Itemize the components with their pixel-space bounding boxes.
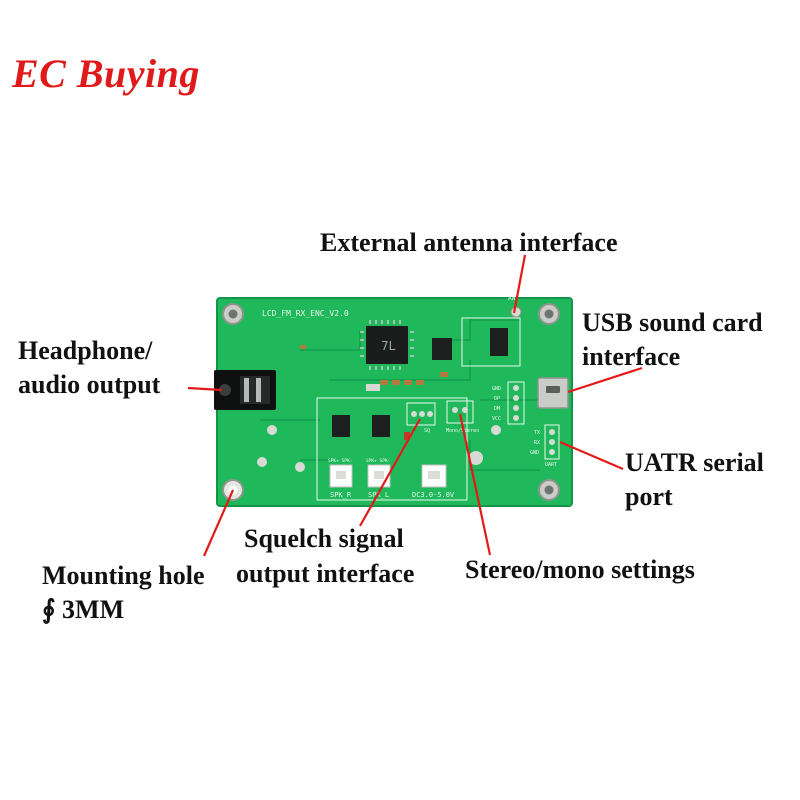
svg-text:VCC: VCC: [492, 416, 501, 422]
silkscreen-title: LCD_FM_RX_ENC_V2.0: [262, 309, 349, 318]
pointer-mounting: [202, 489, 235, 557]
svg-text:GND: GND: [530, 450, 539, 456]
pointer-headphone: [187, 386, 223, 392]
label-usb-line2: interface: [582, 342, 681, 371]
pointer-squelch: [359, 418, 421, 527]
stereo-jumper: [446, 400, 474, 424]
svg-text:DC3.0-5.0V: DC3.0-5.0V: [412, 491, 455, 499]
chip-d: [372, 415, 390, 437]
label-squelch-line2: output interface: [236, 559, 415, 588]
svg-text:SPK+ SPK-: SPK+ SPK-: [328, 458, 352, 464]
chip-c: [332, 415, 350, 437]
pointer-uart: [559, 440, 624, 471]
antenna-pad: [510, 306, 522, 318]
headphone-jack: [214, 370, 276, 410]
main-ic: [366, 326, 408, 364]
chip-b: [490, 328, 508, 356]
svg-text:TX: TX: [534, 430, 540, 436]
svg-text:DM: DM: [494, 406, 500, 412]
svg-text:ANT: ANT: [508, 295, 519, 302]
chip-a: [432, 338, 452, 360]
label-mounting-line1: Mounting hole: [42, 561, 205, 590]
label-squelch-line1: Squelch signal: [244, 524, 404, 553]
label-stereo: Stereo/mono settings: [465, 555, 695, 584]
svg-text:SPK+ SPK-: SPK+ SPK-: [366, 458, 390, 464]
mounting-hole-bottom-right: [538, 479, 560, 501]
svg-text:GND: GND: [492, 386, 501, 392]
label-headphone-line2: audio output: [18, 370, 161, 399]
label-mounting-line2: ∮ 3MM: [42, 595, 125, 624]
svg-text:UART: UART: [545, 462, 557, 468]
pointer-antenna: [512, 254, 527, 314]
label-uart-line1: UATR serial: [625, 448, 764, 477]
mounting-hole-top-left: [222, 303, 244, 325]
svg-text:SQ: SQ: [424, 428, 430, 434]
label-antenna: External antenna interface: [320, 228, 618, 257]
label-uart-line2: port: [625, 482, 673, 511]
label-usb-line1: USB sound card: [582, 308, 763, 337]
squelch-header: [406, 402, 436, 426]
label-headphone-line1: Headphone/: [18, 336, 153, 365]
mounting-hole-top-right: [538, 303, 560, 325]
svg-text:SPK_R: SPK_R: [330, 491, 352, 499]
svg-text:DP: DP: [494, 396, 500, 402]
brand-logo: EC Buying: [12, 51, 200, 96]
pointer-stereo: [458, 413, 492, 556]
svg-text:7L: 7L: [381, 339, 396, 353]
svg-text:RX: RX: [534, 440, 540, 446]
pointer-usb: [567, 366, 643, 394]
